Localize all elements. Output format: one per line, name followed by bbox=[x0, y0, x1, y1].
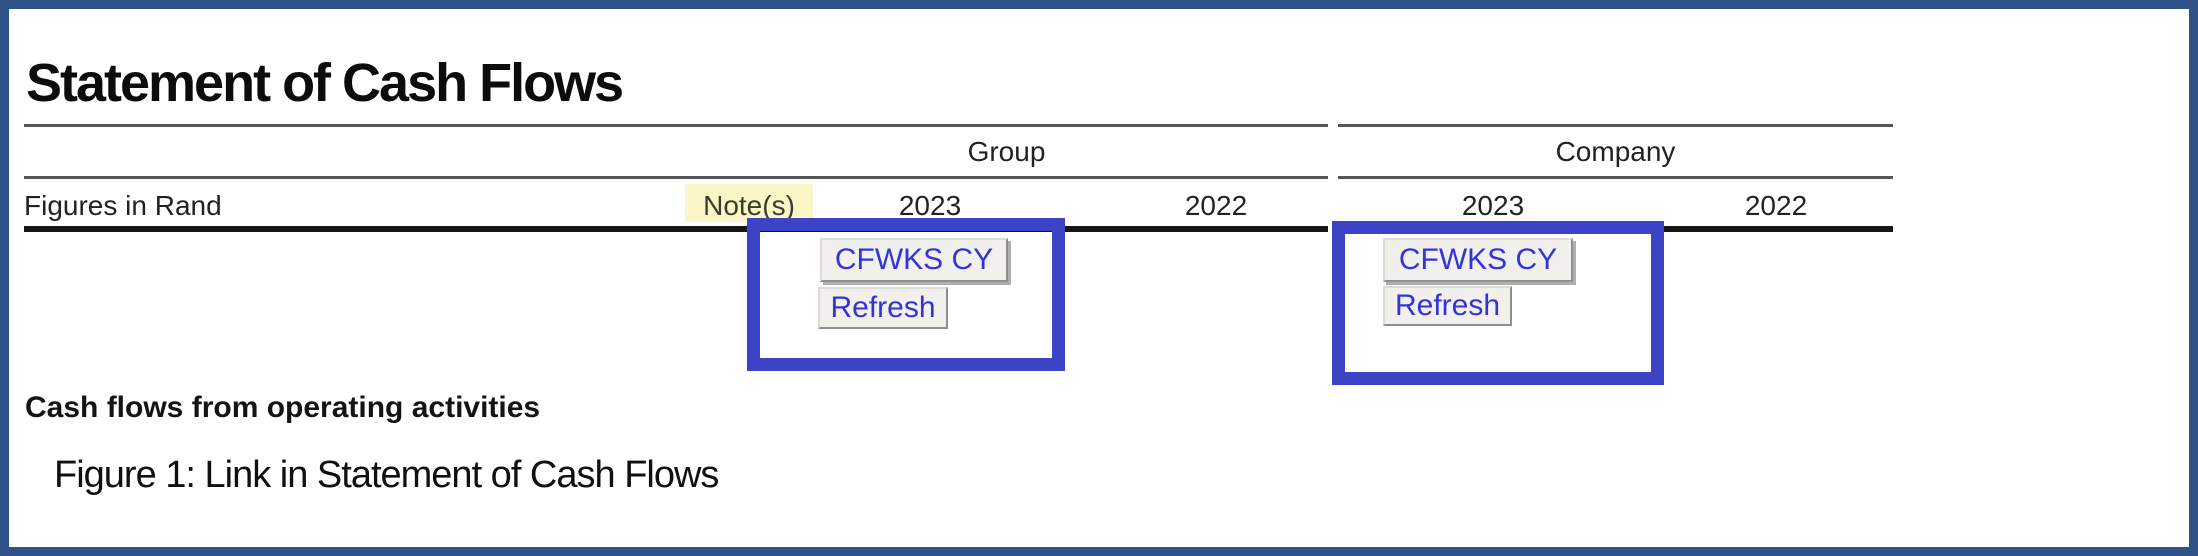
column-company-header: Company bbox=[1555, 136, 1676, 167]
figures-in-rand-label: Figures in Rand bbox=[24, 190, 222, 221]
group-refresh-button[interactable]: Refresh bbox=[818, 287, 948, 329]
company-refresh-button[interactable]: Refresh bbox=[1383, 286, 1512, 326]
column-group-header: Group bbox=[967, 136, 1046, 167]
table-rule-mid-company bbox=[1338, 176, 1893, 179]
annotation-box-company bbox=[1332, 221, 1664, 385]
company-year-2022-header: 2022 bbox=[1744, 190, 1808, 221]
page-title: Statement of Cash Flows bbox=[26, 53, 624, 113]
notes-highlight bbox=[685, 184, 813, 222]
group-cfwks-cy-button[interactable]: CFWKS CY bbox=[820, 238, 1008, 282]
annotation-box-group bbox=[747, 218, 1065, 371]
company-year-2023-header: 2023 bbox=[1461, 190, 1525, 221]
operating-activities-heading: Cash flows from operating activities bbox=[25, 391, 541, 424]
group-year-2023-header: 2023 bbox=[898, 190, 962, 221]
table-rule-top-group bbox=[24, 124, 1328, 127]
notes-column-label: Note(s) bbox=[703, 190, 795, 221]
table-rule-bottom-group bbox=[24, 226, 1328, 232]
table-rule-top-company bbox=[1338, 124, 1893, 127]
table-rule-mid-group bbox=[24, 176, 1328, 179]
company-cfwks-cy-button[interactable]: CFWKS CY bbox=[1383, 238, 1573, 282]
group-year-2022-header: 2022 bbox=[1184, 190, 1248, 221]
figure-caption: Figure 1: Link in Statement of Cash Flow… bbox=[54, 454, 719, 496]
